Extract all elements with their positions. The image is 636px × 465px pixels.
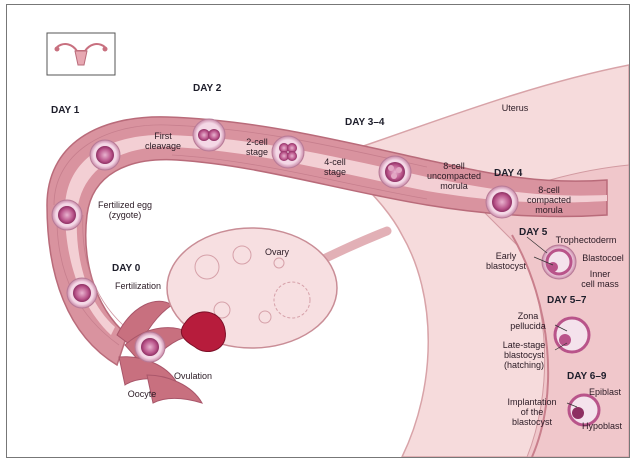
inner-cell-mass-label: Inner cell mass	[575, 269, 625, 289]
hypoblast-label: Hypoblast	[577, 421, 627, 431]
early-blastocyst-label: Early blastocyst	[481, 251, 531, 271]
two-cell-label: 2-cell stage	[235, 137, 279, 157]
day-2-label: DAY 2	[193, 83, 221, 94]
fertilization-cell	[67, 278, 97, 308]
day-5-7-label: DAY 5–7	[547, 295, 586, 306]
four-cell-label: 4-cell stage	[313, 157, 357, 177]
day-3-4-label: DAY 3–4	[345, 117, 384, 128]
eight-cell-uncompacted-label: 8-cell uncompacted morula	[419, 161, 489, 191]
trophectoderm-label: Trophectoderm	[547, 235, 625, 245]
day-5-label: DAY 5	[519, 227, 547, 238]
eight-cell-uncompacted	[379, 156, 411, 188]
compacted-morula-label: 8-cell compacted morula	[517, 185, 581, 215]
ovary-label: Ovary	[255, 247, 299, 257]
ovulation-label: Ovulation	[165, 371, 221, 381]
late-blastocyst-label: Late-stage blastocyst (hatching)	[491, 340, 557, 370]
day-0-label: DAY 0	[112, 263, 140, 274]
epiblast-label: Epiblast	[583, 387, 627, 397]
blastocoel-label: Blastocoel	[577, 253, 629, 263]
day-6-9-label: DAY 6–9	[567, 371, 606, 382]
oocyte	[135, 332, 165, 362]
two-cell-stage	[193, 119, 225, 151]
day-4-label: DAY 4	[494, 168, 522, 179]
first-cleavage-label: First cleavage	[135, 131, 191, 151]
implantation-label: Implantation of the blastocyst	[497, 397, 567, 427]
oocyte-label: Oocyte	[119, 389, 165, 399]
day-1-label: DAY 1	[51, 105, 79, 116]
zona-pellucida-label: Zona pellucida	[503, 311, 553, 331]
first-cleavage-cell	[90, 140, 120, 170]
diagram-frame: DAY 1 DAY 2 DAY 3–4 DAY 4 DAY 5 DAY 5–7 …	[6, 4, 630, 458]
compacted-morula	[486, 186, 518, 218]
early-blastocyst	[542, 245, 576, 279]
uterus-inset-icon	[47, 33, 115, 75]
zygote-cell	[52, 200, 82, 230]
fertilized-egg-label: Fertilized egg (zygote)	[87, 200, 163, 220]
fertilization-label: Fertilization	[105, 281, 171, 291]
uterus-label: Uterus	[490, 103, 540, 113]
